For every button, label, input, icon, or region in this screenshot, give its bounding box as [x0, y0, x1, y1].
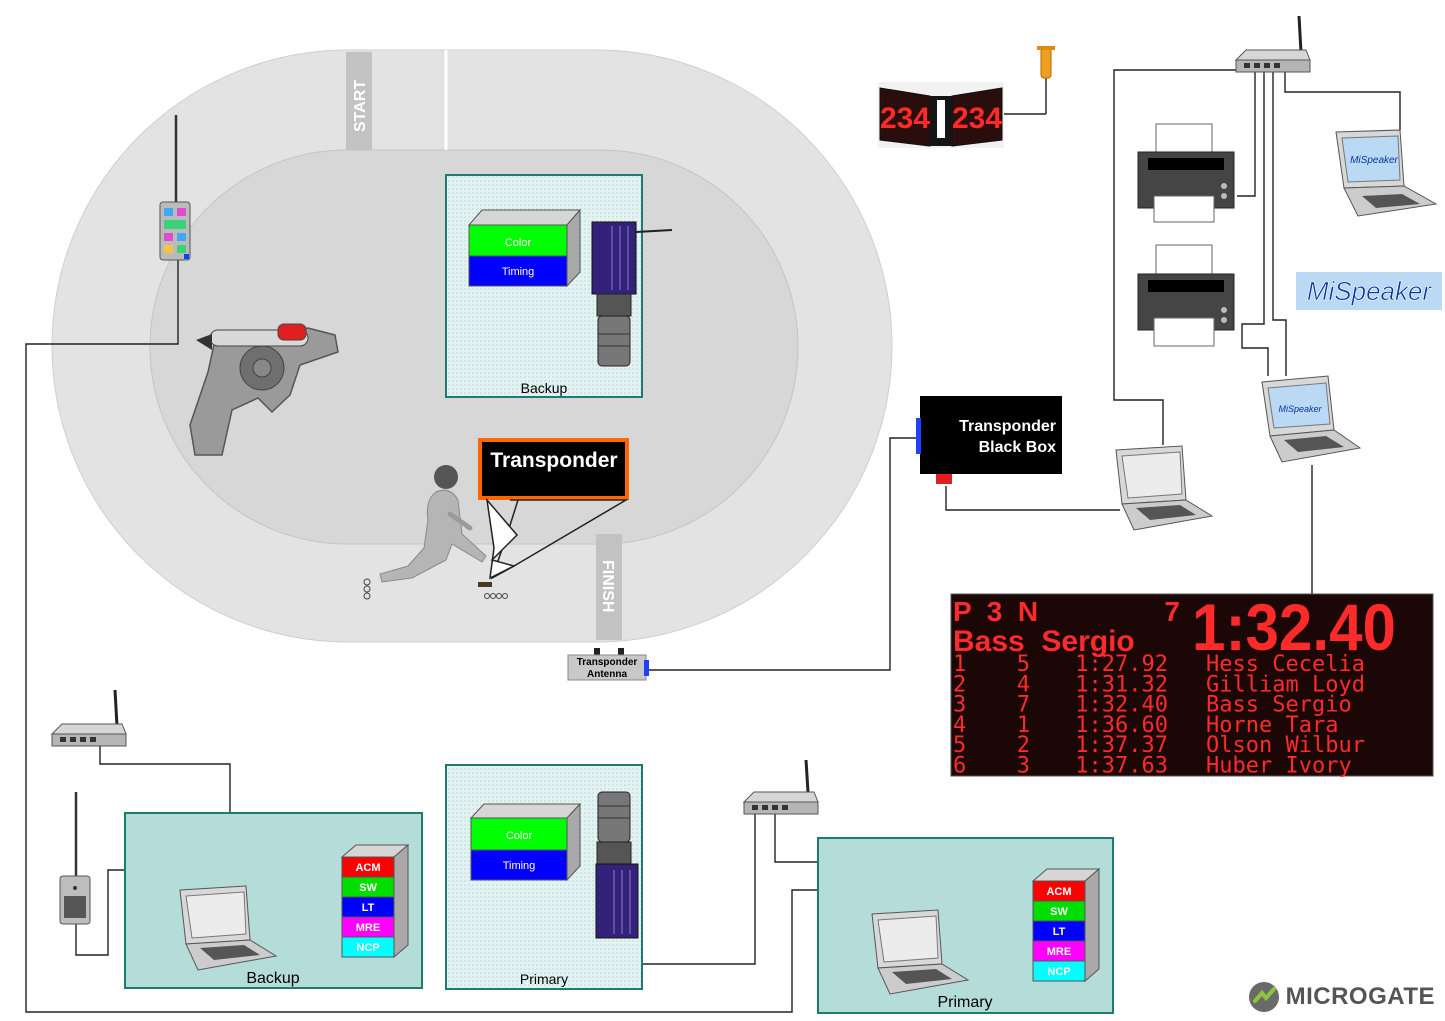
- camera-backup: Color Timing Backup: [445, 174, 673, 398]
- station-primary-caption: Primary: [937, 994, 992, 1011]
- station-primary: Primary ACM SW LT MRE NCP: [817, 837, 1114, 1014]
- scoreboard-row-pos: 5: [953, 733, 966, 758]
- stack-label: NCP: [356, 942, 379, 954]
- camera-backup-color-label: Color: [505, 237, 532, 249]
- laptop-icon-blackbox: [1115, 445, 1214, 531]
- scoreboard-row-num: 7: [1017, 693, 1030, 718]
- scoreboard-row-pos: 1: [953, 652, 966, 677]
- scoreboard-row-pos: 2: [953, 672, 966, 697]
- antenna-label-line1: Transponder: [577, 657, 638, 668]
- software-stack-primary: ACM SW LT MRE NCP: [1031, 867, 1101, 983]
- mispeaker-screen-label-mid: MiSpeaker: [1278, 404, 1322, 414]
- stack-label: MRE: [356, 922, 380, 934]
- transponder-label: Transponder: [490, 449, 617, 472]
- scoreboard-athlete-name: Bass Sergio: [953, 625, 1135, 658]
- display-board-digits-right: 234: [952, 102, 1002, 135]
- stack-side: [1084, 867, 1100, 983]
- stack-label: SW: [1050, 906, 1068, 918]
- microgate-logo: MICROGATE: [1248, 981, 1435, 1013]
- scoreboard-row-time: 1:37.63: [1075, 754, 1168, 779]
- start-label: START: [352, 80, 369, 132]
- laptop-icon-mispeaker-mid: MiSpeaker: [1261, 375, 1362, 463]
- scoreboard-row-pos: 6: [953, 754, 966, 779]
- stack-side: [393, 843, 409, 959]
- camera-primary-timing-label: Timing: [503, 860, 536, 872]
- stack-block: [1032, 960, 1086, 982]
- camera-backup-timing-label: Timing: [502, 266, 535, 278]
- scoreboard-row-name: Huber Ivory: [1206, 754, 1352, 779]
- camera-backup-caption: Backup: [521, 380, 568, 396]
- start-radio: [159, 115, 191, 261]
- scoreboard-row-time: 1:37.37: [1075, 733, 1168, 758]
- scoreboard-row-name: Gilliam Loyd: [1206, 672, 1365, 697]
- scoreboard-row-name: Olson Wilbur: [1206, 733, 1365, 758]
- scoreboard-rows: 1 5 1:27.92 Hess Cecelia 2 4 1:31.32 Gilliam Lo…: [953, 652, 1365, 779]
- laptop-icon-primary: [871, 909, 970, 995]
- stack-label: NCP: [1047, 966, 1070, 978]
- mispeaker-logo: MiSpeaker: [1296, 272, 1442, 310]
- scoreboard-row-num: 2: [1017, 733, 1030, 758]
- stack-label: LT: [362, 902, 375, 914]
- scoreboard-row-time: 1:27.92: [1075, 652, 1168, 677]
- scoreboard-row-num: 4: [1017, 672, 1030, 697]
- mispeaker-logo-label: MiSpeaker: [1307, 276, 1433, 306]
- black-box-label-line1: Transponder: [959, 418, 1056, 435]
- radio-receiver: [59, 792, 91, 925]
- brand-name: MICROGATE: [1285, 983, 1435, 1010]
- scoreboard-row-time: 1:36.60: [1075, 713, 1168, 738]
- laptop-icon-mispeaker-top: MiSpeaker: [1335, 129, 1438, 217]
- scoreboard-header-num: 7: [1164, 596, 1180, 627]
- router-left: [50, 689, 127, 747]
- stack-label: ACM: [1046, 886, 1071, 898]
- scoreboard-header-left: P 3 N: [953, 596, 1038, 627]
- starter-gun-icon: [189, 323, 339, 456]
- black-box-label-line2: Black Box: [979, 439, 1056, 456]
- microgate-logo-icon: [1248, 982, 1279, 1012]
- printer-icon-top: [1137, 123, 1235, 223]
- camera-primary-caption: Primary: [520, 971, 568, 987]
- stack-label: MRE: [1047, 946, 1071, 958]
- display-board: 234 234: [878, 46, 1055, 148]
- finish-label: FINISH: [599, 560, 616, 612]
- station-backup: Backup ACM SW LT MRE NCP: [124, 812, 423, 989]
- stack-block: [341, 936, 395, 958]
- transponder-callout: Transponder: [478, 438, 629, 580]
- start-banner: [346, 52, 372, 150]
- transponder-antenna: Transponder Antenna: [567, 648, 649, 681]
- antenna-label-line2: Antenna: [587, 669, 627, 680]
- scoreboard-row-time: 1:31.32: [1075, 672, 1168, 697]
- scoreboard-row-num: 1: [1017, 713, 1030, 738]
- transponder-black-box: Transponder Black Box: [916, 396, 1062, 484]
- display-board-digits-left: 234: [880, 102, 930, 135]
- athlete-icon: [363, 465, 508, 600]
- scoreboard-row-name: Bass Sergio: [1206, 693, 1352, 718]
- printer-icon-bottom: [1137, 244, 1235, 347]
- scoreboard-row-pos: 4: [953, 713, 966, 738]
- scoreboard-row-name: Horne Tara: [1206, 713, 1338, 738]
- scoreboard-row-num: 5: [1017, 652, 1030, 677]
- mispeaker-screen-label-top: MiSpeaker: [1350, 155, 1398, 166]
- software-stack-backup: ACM SW LT MRE NCP: [340, 843, 410, 959]
- router-right: [742, 759, 819, 815]
- scoreboard-time: 1:32.40: [1192, 590, 1396, 664]
- scoreboard-row-pos: 3: [953, 693, 966, 718]
- laptop-icon-backup: [179, 885, 278, 971]
- camera-primary-color-label: Color: [506, 830, 533, 842]
- router-top: [1234, 15, 1311, 73]
- camera-primary: Color Timing Primary: [445, 764, 643, 990]
- stack-label: SW: [359, 882, 377, 894]
- scoreboard-row-num: 3: [1017, 754, 1030, 779]
- stack-label: LT: [1053, 926, 1066, 938]
- scoreboard: P 3 N 7 1:32.40 Bass Sergio 1 5 1:27.92 Hes…: [950, 590, 1434, 779]
- scoreboard-row-time: 1:32.40: [1075, 693, 1168, 718]
- stack-label: ACM: [355, 862, 380, 874]
- scoreboard-row-name: Hess Cecelia: [1206, 652, 1365, 677]
- finish-banner: [596, 534, 622, 640]
- station-backup-caption: Backup: [246, 970, 299, 987]
